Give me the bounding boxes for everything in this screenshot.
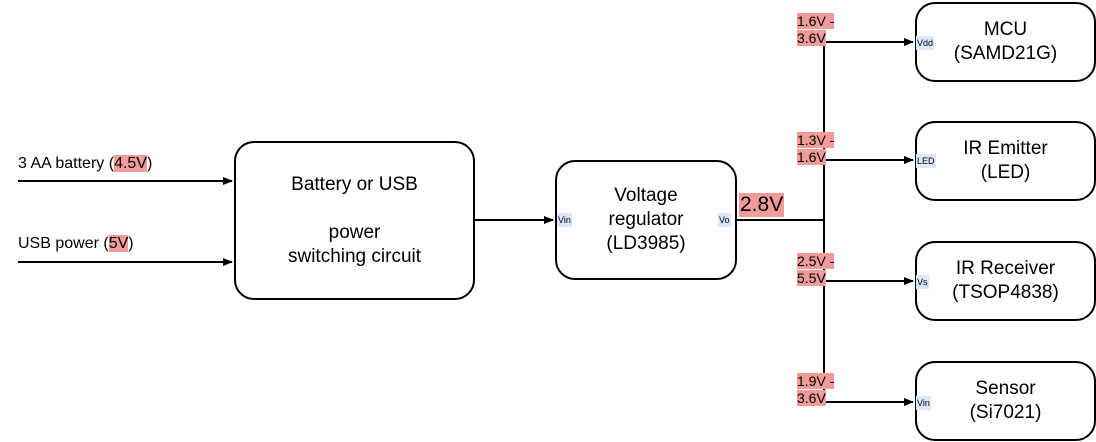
ir-receiver-range-line2: 5.5V: [797, 270, 826, 286]
mcu-part: (SAMD21G): [953, 43, 1058, 64]
mcu-voltage-range: 1.6V - 3.6V: [797, 13, 835, 47]
ir-receiver-part: (TSOP4838): [952, 282, 1059, 303]
battery-label-suffix: ): [146, 155, 153, 172]
sensor-range-line1: 1.9V -: [797, 373, 835, 389]
mcu-range-line2: 3.6V: [797, 30, 826, 46]
sensor-voltage-range: 1.9V - 3.6V: [797, 373, 835, 407]
regulator-vin-pin: Vin: [557, 213, 572, 227]
mcu-block: MCU (SAMD21G): [915, 2, 1096, 82]
sensor-block: Sensor (Si7021): [915, 361, 1096, 441]
switch-box-line1: Battery or USB: [291, 173, 418, 195]
battery-input-label: 3 AA battery (4.5V): [18, 154, 152, 174]
ir-receiver-block: IR Receiver (TSOP4838): [915, 241, 1096, 321]
battery-label-prefix: 3 AA battery (: [18, 155, 115, 172]
ir-emitter-name: IR Emitter: [963, 138, 1048, 159]
sensor-vin-pin: Vin: [916, 396, 931, 410]
mcu-vdd-pin: Vdd: [916, 36, 935, 50]
ir-emitter-range-line1: 1.3V -: [797, 132, 835, 148]
switch-box-line2: power: [328, 221, 381, 243]
sensor-name: Sensor: [975, 378, 1036, 399]
regulator-vo-pin: Vo: [718, 213, 731, 227]
ir-emitter-led-pin: LED: [916, 154, 936, 168]
regulator-output-voltage: 2.8V: [739, 193, 785, 217]
ir-emitter-part: (LED): [980, 162, 1031, 183]
ir-receiver-vs-pin: Vs: [916, 275, 929, 289]
switch-box-line3: switching circuit: [287, 245, 422, 267]
sensor-part: (Si7021): [969, 402, 1042, 423]
battery-voltage: 4.5V: [114, 155, 147, 172]
ir-emitter-block: IR Emitter (LED): [915, 121, 1096, 201]
mcu-range-line1: 1.6V -: [797, 13, 835, 29]
mcu-name: MCU: [983, 19, 1028, 40]
ir-receiver-name: IR Receiver: [955, 258, 1056, 279]
ir-emitter-range-line2: 1.6V: [797, 149, 826, 165]
usb-voltage: 5V: [108, 235, 129, 252]
usb-input-label: USB power (5V): [18, 234, 134, 254]
ir-receiver-voltage-range: 2.5V - 5.5V: [797, 253, 835, 287]
ir-emitter-voltage-range: 1.3V - 1.6V: [797, 132, 835, 166]
regulator-line3: (LD3985): [606, 233, 686, 254]
sensor-range-line2: 3.6V: [797, 390, 826, 406]
ir-receiver-range-line1: 2.5V -: [797, 253, 835, 269]
usb-label-suffix: ): [128, 235, 134, 252]
voltage-regulator-block: Voltage regulator (LD3985): [555, 160, 737, 280]
regulator-line2: regulator: [608, 209, 684, 230]
power-switching-circuit-block: Battery or USB power switching circuit: [234, 141, 475, 300]
regulator-line1: Voltage: [614, 185, 678, 206]
usb-label-prefix: USB power (: [18, 235, 109, 252]
